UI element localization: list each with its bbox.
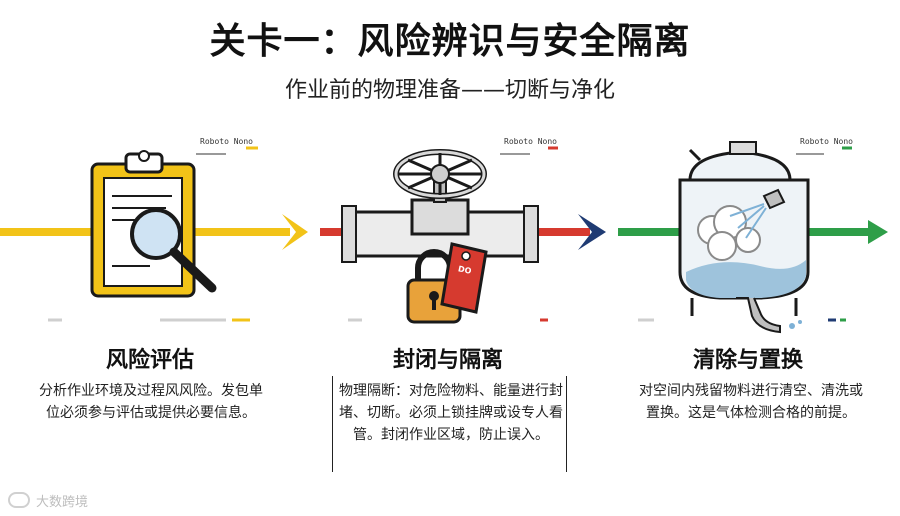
watermark-logo-icon: [8, 492, 30, 508]
step-1-title: 风险评估: [105, 348, 194, 373]
lock-tag-text: DO: [457, 264, 472, 276]
step-2-title: 封闭与隔离: [392, 348, 503, 373]
tag-label-1: Roboto Nono: [200, 137, 253, 146]
clipboard-magnifier-icon: [90, 150, 217, 298]
step-3-description: 对空间内残留物料进行清空、清洗或置换。这是气体检测合格的前提。: [639, 383, 863, 421]
tag-leader-1: [196, 146, 258, 155]
step-1-description: 分析作业环境及过程风风险。发包单位必须参与评估或提供必要信息。: [39, 383, 263, 421]
page-title: 关卡一：风险辨识与安全隔离: [209, 21, 691, 62]
step-3-title: 清除与置换: [692, 348, 803, 373]
tag-leader-3: [796, 146, 852, 155]
step-2-description: 物理隔断：对危险物料、能量进行封堵、切断。必须上锁挂牌或设专人看管。封闭作业区域…: [339, 383, 563, 443]
watermark-text: 大数跨境: [36, 494, 89, 510]
step-2-box-left-border: [332, 376, 333, 472]
tank-spray-icon: [678, 141, 810, 334]
tag-label-3: Roboto Nono: [800, 137, 853, 146]
valve-padlock-icon: [341, 149, 539, 324]
step-2-box-right-border: [566, 376, 567, 472]
tag-label-2: Roboto Nono: [504, 137, 557, 146]
page-subtitle: 作业前的物理准备——切断与净化: [284, 78, 615, 103]
tag-leader-2: [500, 146, 558, 155]
process-flow-diagram: Roboto Nono DO Roboto Nono: [0, 137, 888, 334]
watermark: 大数跨境: [8, 490, 88, 510]
